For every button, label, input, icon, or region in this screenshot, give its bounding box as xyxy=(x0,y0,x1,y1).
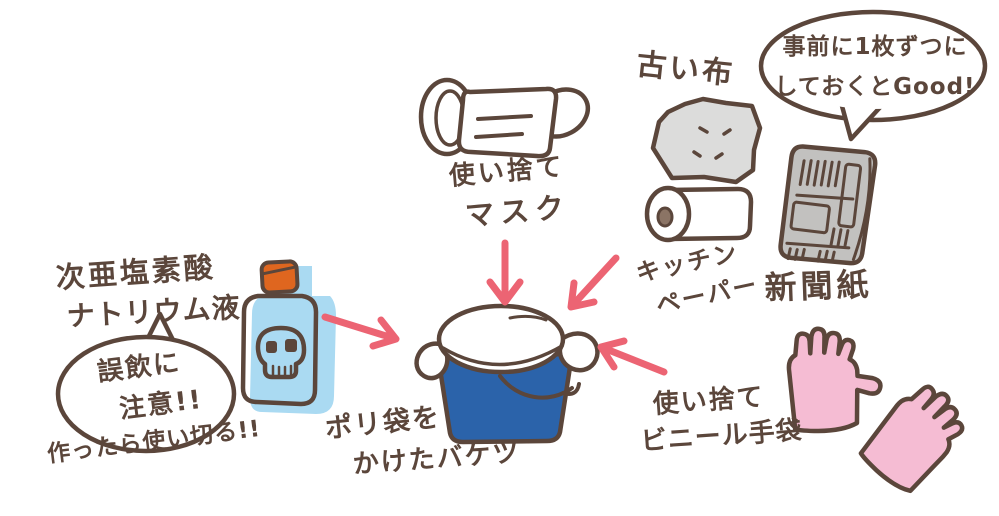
tip-bubble-text-line2: しておくとGood! xyxy=(774,74,976,100)
warning-speech-bubble xyxy=(55,311,237,454)
skull-icon xyxy=(255,325,307,380)
kitchen-paper-roll-drawing xyxy=(644,185,754,243)
bucket-handle xyxy=(498,374,581,400)
tip-speech-bubble xyxy=(758,9,988,142)
bag-right-ear xyxy=(557,331,600,373)
arrow-from-paper-icon xyxy=(567,254,620,311)
arrow-icons-pointing-to-bucket xyxy=(321,239,668,376)
disposable-mask-drawing xyxy=(418,77,591,159)
bleach-bottle-drawing xyxy=(240,259,336,414)
bucket-body xyxy=(435,351,575,445)
vinyl-gloves-drawing xyxy=(786,326,965,494)
bag-left-ear xyxy=(414,341,450,381)
tip-bubble-text-line1: 事前に1枚ずつに xyxy=(782,34,968,60)
newspaper-drawing xyxy=(778,144,878,266)
arrow-from-bleach-icon xyxy=(321,313,400,350)
glove-upright xyxy=(786,326,883,434)
bottle-cap xyxy=(259,259,300,295)
bag-top xyxy=(436,303,566,375)
gloves-label-line1: 使い捨て xyxy=(651,382,766,420)
newspaper-label: 新聞紙 xyxy=(763,265,874,307)
arrow-from-mask-icon xyxy=(486,239,524,306)
arrow-from-gloves-icon xyxy=(597,337,668,376)
bucket-with-plastic-bag-drawing xyxy=(414,303,600,445)
old-cloth-drawing xyxy=(650,96,763,185)
glove-tilted xyxy=(858,384,965,494)
